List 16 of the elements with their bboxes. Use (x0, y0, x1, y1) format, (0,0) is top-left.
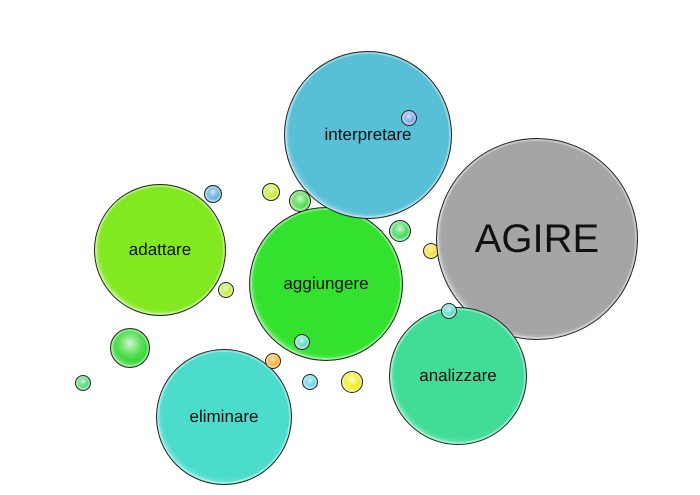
bubble-label: eliminare (190, 407, 258, 427)
bubble-label: analizzare (419, 366, 497, 386)
bubble-label: adattare (128, 240, 192, 260)
small-bubble (262, 183, 280, 201)
bubble-label: interpretare (324, 125, 412, 145)
small-bubble (401, 110, 417, 126)
small-bubble (423, 243, 439, 259)
small-bubble (389, 220, 411, 242)
small-bubble (341, 371, 363, 393)
bubble-label: AGIRE (474, 216, 600, 262)
small-bubble (294, 334, 310, 350)
small-bubble (110, 328, 150, 368)
small-bubble (302, 374, 318, 390)
small-bubble (218, 282, 234, 298)
bubble-label: aggiungere (283, 274, 369, 294)
small-bubble (75, 375, 91, 391)
